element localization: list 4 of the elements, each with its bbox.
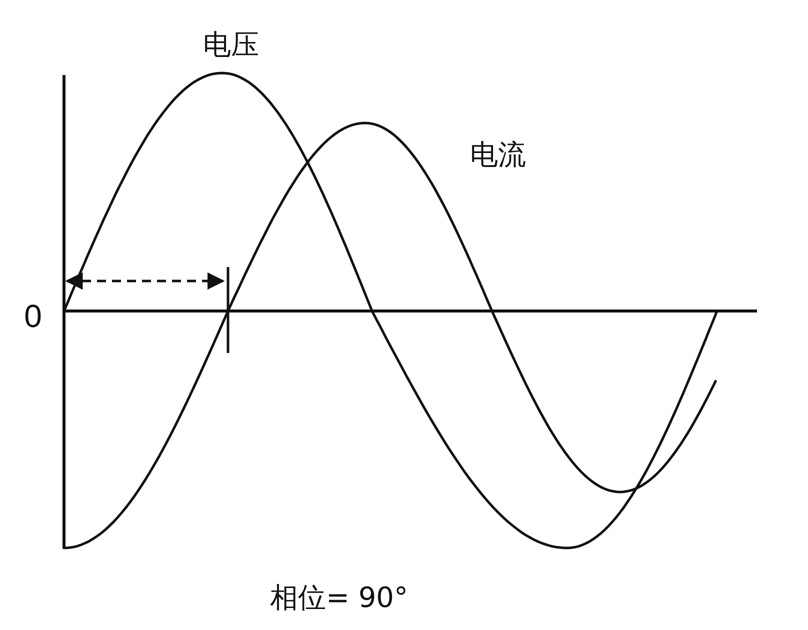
caption: 相位= 90° <box>270 584 408 612</box>
axis-label: 0 <box>24 300 42 332</box>
curve-label: 电压 <box>203 31 259 59</box>
curve-label: 电流 <box>470 141 526 169</box>
